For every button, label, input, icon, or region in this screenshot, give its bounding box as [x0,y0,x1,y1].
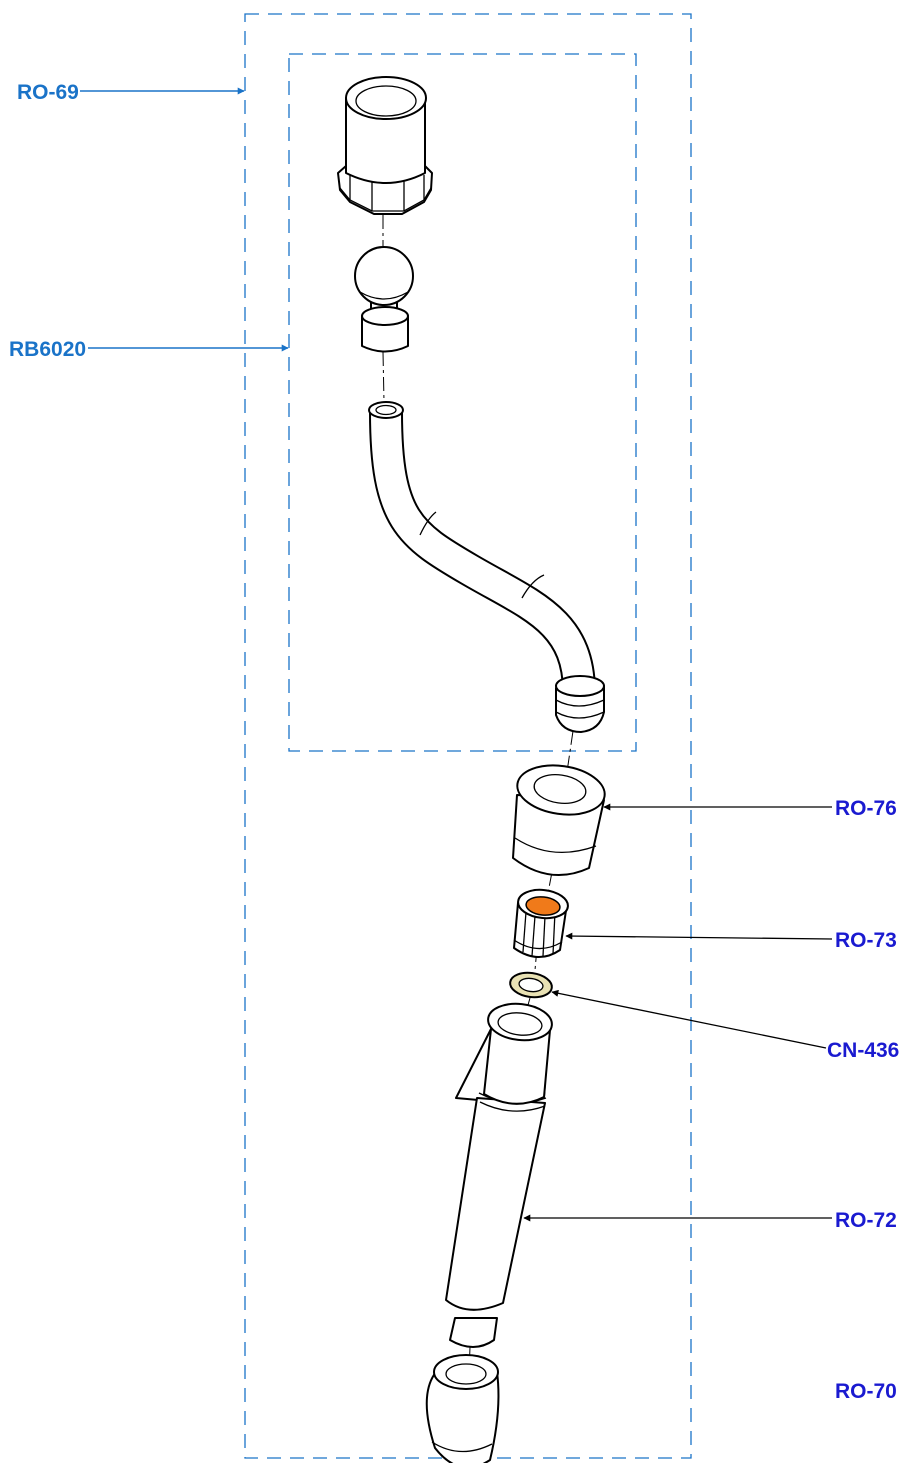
cap-ro76 [512,764,606,877]
centerline-sleeve-tube [382,351,385,403]
callout-cn436: CN-436 [827,1039,899,1062]
callout-ro72: RO-72 [835,1209,897,1232]
callout-rb6020: RB6020 [9,338,86,361]
end-cap-ro70 [425,1354,500,1463]
orange-seal-ring [525,896,561,916]
washer-cn436 [509,971,553,999]
callout-ro76: RO-76 [835,797,897,820]
leader-cn436 [551,989,827,1049]
hex-nut-fitting [337,76,433,215]
sleeve [361,306,409,353]
callout-ro70: RO-70 [835,1380,897,1403]
tube-end-ferrule [555,675,605,733]
callout-ro73: RO-73 [835,929,897,952]
long-tube-ro72 [445,1002,553,1348]
bent-tube [368,401,596,691]
inner-subassembly-boundary [288,53,637,752]
callout-ro69: RO-69 [17,81,79,104]
fitting-ro73 [513,888,569,958]
leader-ro73 [565,932,833,940]
centerline-tube-cap [566,730,574,773]
ball [354,246,414,311]
